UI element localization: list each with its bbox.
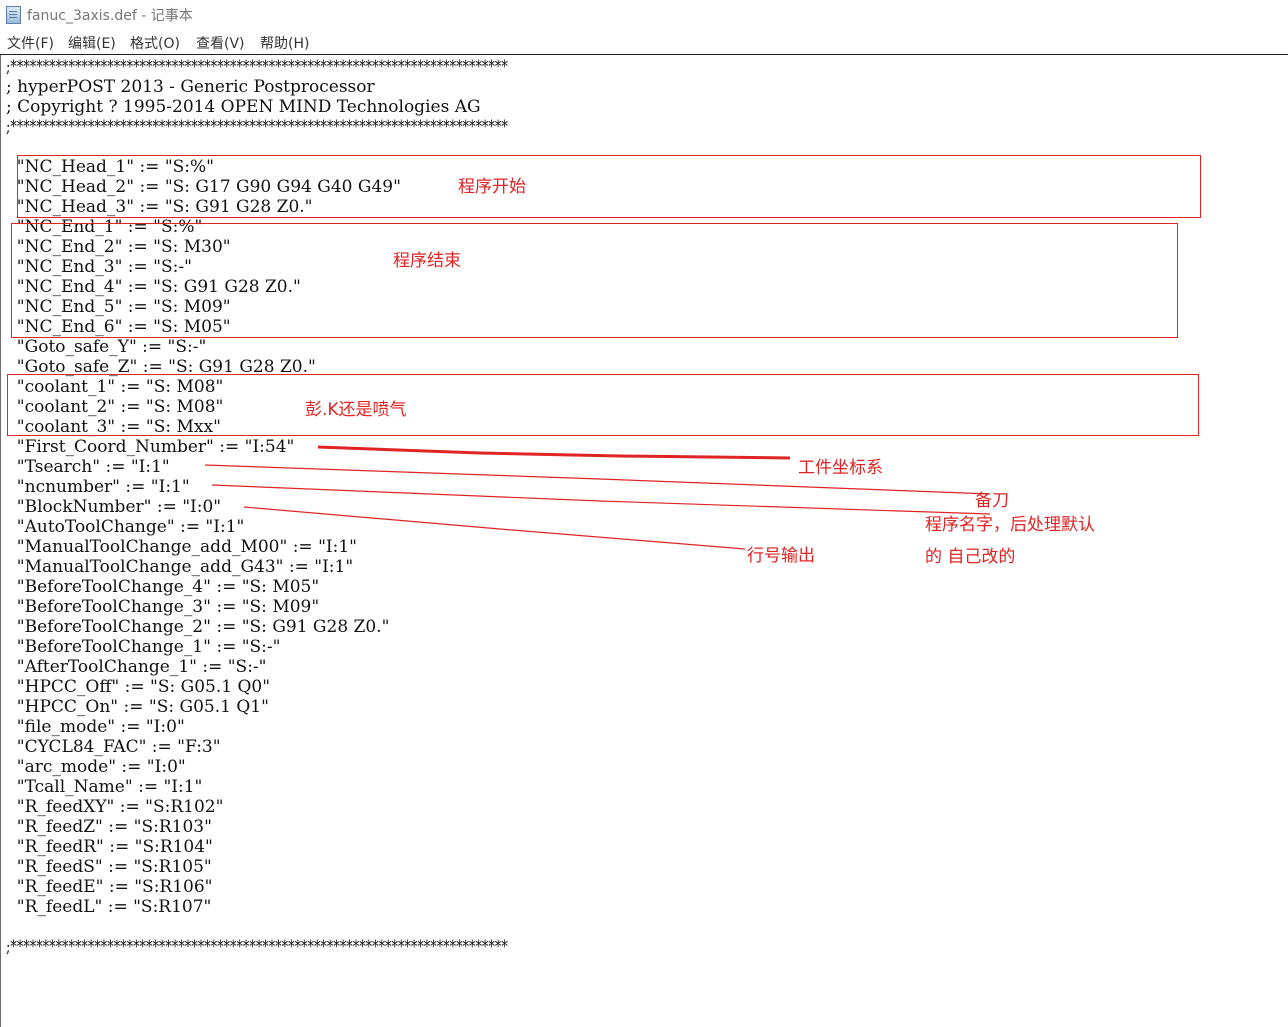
text-line: "NC_End_1" := "S:%" [6, 217, 203, 237]
text-line: "file_mode" := "I:0" [6, 717, 185, 737]
annotation-block: 行号输出 [747, 546, 815, 566]
text-line: "ncnumber" := "I:1" [6, 477, 190, 497]
text-line: "R_feedXY" := "S:R102" [6, 797, 224, 817]
text-line: "NC_End_4" := "S: G91 G28 Z0." [6, 277, 301, 297]
annotation-tsearch: 备刀 [975, 491, 1009, 511]
annotation-box-head [17, 155, 1201, 218]
text-line: "HPCC_Off" := "S: G05.1 Q0" [6, 677, 271, 697]
text-line: ;***************************************… [6, 937, 508, 957]
menu-help[interactable]: 帮助(H) [260, 36, 310, 52]
text-line: "BeforeToolChange_4" := "S: M05" [6, 577, 320, 597]
annotation-end: 程序结束 [393, 251, 461, 271]
window-title: fanuc_3axis.def - 记事本 [27, 8, 193, 24]
menu-file[interactable]: 文件(F) [7, 36, 54, 52]
annotation-coolant: 彭.K还是喷气 [305, 400, 407, 420]
text-line: "ManualToolChange_add_G43" := "I:1" [6, 557, 354, 577]
annotation-box-end [11, 223, 1178, 338]
text-line: "NC_End_5" := "S: M09" [6, 297, 231, 317]
text-line: "First_Coord_Number" := "I:54" [6, 437, 295, 457]
text-line: "Goto_safe_Y" := "S:-" [6, 337, 207, 357]
menu-view[interactable]: 查看(V) [196, 36, 245, 52]
text-line: ;***************************************… [6, 57, 508, 77]
annotation-box-coolant [7, 374, 1199, 436]
text-line: "HPCC_On" := "S: G05.1 Q1" [6, 697, 269, 717]
text-line: "BeforeToolChange_1" := "S:-" [6, 637, 281, 657]
text-line: ; hyperPOST 2013 - Generic Postprocessor [6, 77, 375, 97]
text-line: "CYCL84_FAC" := "F:3" [6, 737, 221, 757]
notepad-icon [6, 6, 21, 24]
text-line: "R_feedZ" := "S:R103" [6, 817, 212, 837]
text-line: "NC_Head_2" := "S: G17 G90 G94 G40 G49" [6, 177, 401, 197]
menu-format[interactable]: 格式(O) [130, 36, 180, 52]
annotation-coord: 工件坐标系 [798, 458, 883, 478]
text-line: ; Copyright ? 1995-2014 OPEN MIND Techno… [6, 97, 481, 117]
menu-edit[interactable]: 编辑(E) [68, 36, 116, 52]
text-line: "NC_End_6" := "S: M05" [6, 317, 231, 337]
text-line: "R_feedR" := "S:R104" [6, 837, 213, 857]
annotation-head: 程序开始 [458, 177, 526, 197]
text-line: "BeforeToolChange_2" := "S: G91 G28 Z0." [6, 617, 390, 637]
text-line: "Tcall_Name" := "I:1" [6, 777, 203, 797]
text-line: "R_feedE" := "S:R106" [6, 877, 213, 897]
menu-bar: 文件(F) 编辑(E) 格式(O) 查看(V) 帮助(H) [0, 30, 1288, 55]
text-line: "coolant_2" := "S: M08" [6, 397, 224, 417]
annotation-ncnumber-2: 的 自己改的 [925, 547, 1016, 567]
text-line: "R_feedS" := "S:R105" [6, 857, 212, 877]
text-line: "BlockNumber" := "I:0" [6, 497, 222, 517]
text-line: "AfterToolChange_1" := "S:-" [6, 657, 267, 677]
text-line: "Goto_safe_Z" := "S: G91 G28 Z0." [6, 357, 316, 377]
text-line: "ManualToolChange_add_M00" := "I:1" [6, 537, 357, 557]
text-line: "arc_mode" := "I:0" [6, 757, 186, 777]
text-line: "NC_Head_3" := "S: G91 G28 Z0." [6, 197, 313, 217]
title-bar: fanuc_3axis.def - 记事本 [0, 0, 1288, 30]
text-line: "NC_Head_1" := "S:%" [6, 157, 214, 177]
text-line: "coolant_1" := "S: M08" [6, 377, 224, 397]
text-editor-area[interactable]: ;***************************************… [0, 55, 1288, 1027]
text-line: "NC_End_3" := "S:-" [6, 257, 192, 277]
text-line: ;***************************************… [6, 117, 508, 137]
text-line: "Tsearch" := "I:1" [6, 457, 170, 477]
text-line: "AutoToolChange" := "I:1" [6, 517, 245, 537]
text-line: "BeforeToolChange_3" := "S: M09" [6, 597, 320, 617]
text-line: "NC_End_2" := "S: M30" [6, 237, 231, 257]
annotation-ncnumber-1: 程序名字，后处理默认 [925, 515, 1095, 535]
text-line: "coolant_3" := "S: Mxx" [6, 417, 221, 437]
text-line: "R_feedL" := "S:R107" [6, 897, 212, 917]
